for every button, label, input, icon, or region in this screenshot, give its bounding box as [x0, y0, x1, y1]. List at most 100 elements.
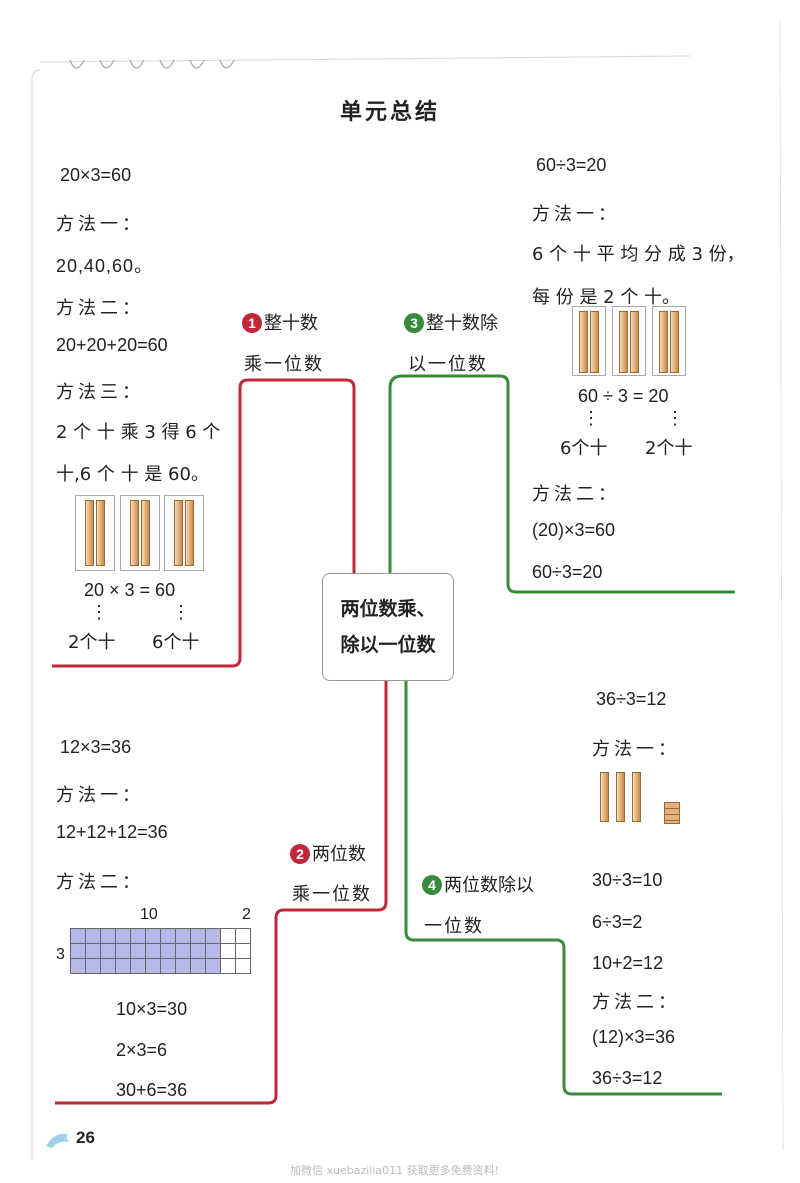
calc-line: 6÷3=2 [592, 912, 643, 932]
grid-cell [160, 928, 176, 944]
ten-rods-bundle [75, 495, 115, 571]
six-unit-cubes [664, 802, 680, 824]
text-line: 方法三： [56, 382, 144, 403]
branch2-number-badge: 2 [290, 844, 310, 864]
grid-cell [130, 928, 146, 944]
grid-cell [220, 958, 236, 974]
grid-cell [175, 943, 191, 959]
under-label: 6个十 [152, 632, 200, 653]
calc-line: 2×3=6 [116, 1040, 168, 1060]
grid-cell [115, 928, 131, 944]
grid-cell [130, 958, 146, 974]
under-label: 6个十 [560, 438, 608, 459]
grid-cell [205, 943, 221, 959]
calc-line: 30÷3=10 [592, 870, 663, 890]
grid-label-three: 3 [56, 946, 65, 963]
branch1-label-2: 乘一位数 [244, 354, 324, 375]
branch4-label-2: 一位数 [424, 916, 484, 937]
text-line: 方法二： [592, 992, 680, 1013]
grid-cell [190, 928, 206, 944]
text-line: 方法二： [56, 872, 144, 893]
grid-cell [235, 958, 251, 974]
grid-cell [100, 928, 116, 944]
center-line-1: 两位数乘、 [340, 598, 436, 620]
text-line: 12+12+12=36 [56, 822, 168, 842]
text-line: 方法二： [56, 298, 144, 319]
grid-cell [130, 943, 146, 959]
footer-watermark: 加微信 xuebazilia011 获取更多免费资料! [290, 1164, 500, 1177]
grid-cell [220, 928, 236, 944]
dolphin-icon [46, 1133, 70, 1148]
equation: 60 ÷ 3 = 20 [578, 386, 669, 406]
ten-rods-pair [612, 306, 646, 376]
center-line-2: 除以一位数 [340, 634, 436, 656]
three-ten-rods [594, 770, 654, 822]
text-line: 20+20+20=60 [56, 335, 168, 355]
grid-cell [145, 943, 161, 959]
text-line: 12×3=36 [60, 737, 132, 757]
center-topic: 两位数乘、 除以一位数 [322, 573, 454, 681]
dots: ⋮ [666, 408, 684, 428]
text-line: 十,6 个 十 是 60。 [56, 464, 209, 485]
grid-cell [85, 958, 101, 974]
text-line: 方法一： [56, 214, 144, 235]
ten-rods-bundle [120, 495, 160, 571]
ten-rods-bundle [164, 495, 204, 571]
grid-cell [85, 928, 101, 944]
text-line: (20)×3=60 [532, 520, 616, 540]
branch3-number-badge: 3 [404, 313, 424, 333]
grid-cell [70, 958, 86, 974]
text-line: 60÷3=20 [536, 155, 607, 175]
grid-cell [115, 958, 131, 974]
grid-cell [220, 943, 236, 959]
equation: 20 × 3 = 60 [84, 580, 176, 600]
ten-rods-pair [652, 306, 686, 376]
calc-line: 10×3=30 [116, 999, 188, 1019]
grid-cell [145, 958, 161, 974]
grid-cell [160, 943, 176, 959]
grid-cell [205, 958, 221, 974]
area-grid [70, 928, 251, 974]
text-line: 20,40,60。 [56, 256, 154, 276]
grid-cell [70, 928, 86, 944]
text-line: 方法二： [532, 484, 620, 505]
grid-cell [175, 928, 191, 944]
text-line: 36÷3=12 [596, 689, 667, 709]
dots: ⋮ [90, 602, 108, 622]
text-line: 20×3=60 [60, 165, 132, 185]
branch3-label-2: 以一位数 [408, 354, 488, 375]
grid-cell [175, 958, 191, 974]
dots: ⋮ [582, 408, 600, 428]
grid-cell [100, 943, 116, 959]
grid-cell [205, 928, 221, 944]
calc-line: 36÷3=12 [592, 1068, 663, 1088]
branch2-label-2: 乘一位数 [292, 884, 372, 905]
grid-label-ten: 10 [140, 906, 158, 923]
branch1-number-badge: 1 [242, 313, 262, 333]
calc-line: (12)×3=36 [592, 1027, 676, 1047]
under-label: 2个十 [645, 438, 693, 459]
grid-cell [70, 943, 86, 959]
page-title: 单元总结 [340, 100, 441, 125]
calc-line: 10+2=12 [592, 953, 664, 973]
grid-cell [85, 943, 101, 959]
grid-cell [235, 928, 251, 944]
text-line: 60÷3=20 [532, 562, 603, 582]
under-label: 2个十 [68, 632, 116, 653]
branch4-number-badge: 4 [422, 875, 442, 895]
grid-cell [145, 928, 161, 944]
text-line: 方法一： [56, 785, 144, 806]
grid-cell [100, 958, 116, 974]
grid-cell [115, 943, 131, 959]
grid-cell [235, 943, 251, 959]
text-line: 方法一： [592, 739, 680, 760]
text-line: 6 个 十 平 均 分 成 3 份， [532, 244, 745, 265]
text-line: 每 份 是 2 个 十。 [532, 287, 681, 308]
grid-cell [190, 943, 206, 959]
text-line: 方法一： [532, 204, 620, 225]
